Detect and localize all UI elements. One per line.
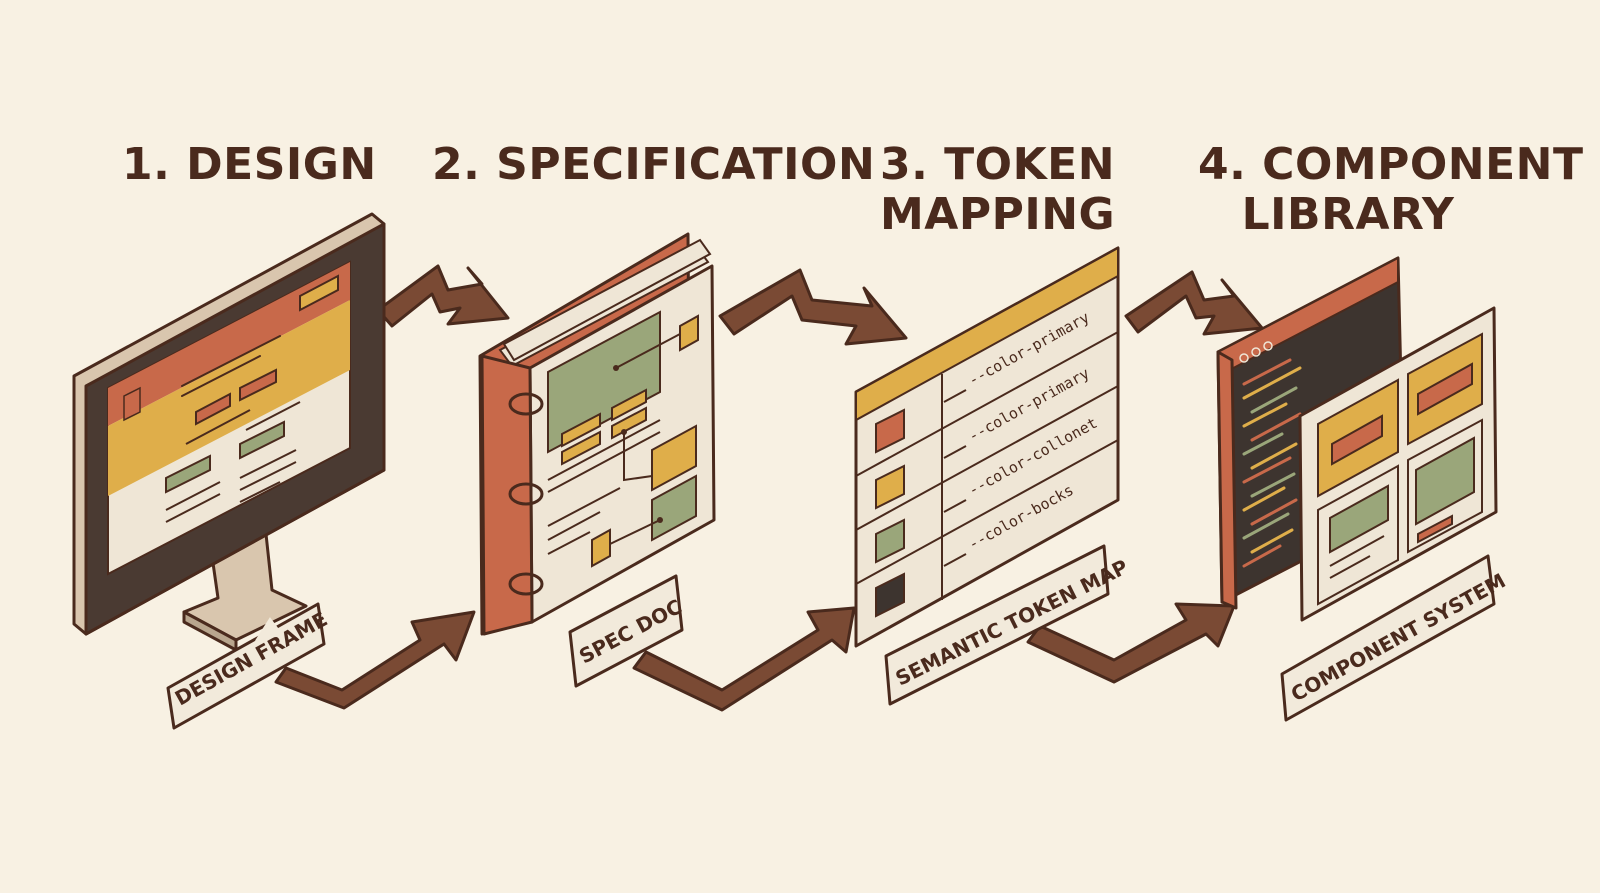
step-4-title: 4. COMPONENT LIBRARY [1198, 140, 1583, 240]
step-1-title-line1: 1. DESIGN [122, 139, 377, 190]
step-3-title: 3. TOKEN MAPPING [880, 140, 1115, 240]
step-1-title: 1. DESIGN [122, 140, 377, 190]
step-2-title-line1: 2. SPECIFICATION [432, 139, 876, 190]
arrow-bottom-2-3 [632, 606, 856, 712]
step-4-title-line2: LIBRARY [1241, 189, 1455, 240]
step-4-title-line1: 4. COMPONENT [1198, 139, 1584, 190]
arrow-top-2-3 [718, 268, 908, 346]
step-3-title-line1: 3. TOKEN [880, 139, 1116, 190]
arrow-bottom-1-2 [274, 610, 476, 710]
component-library-illustration [1216, 256, 1498, 622]
spec-binder-illustration [478, 232, 716, 636]
spec-doc-caption: SPEC DOC [568, 574, 686, 688]
arrows [274, 264, 1264, 712]
monitor-illustration [72, 212, 386, 652]
arrow-top-1-2 [376, 264, 510, 328]
arrow-bottom-3-4 [1026, 602, 1236, 684]
token-map-illustration: --color-primary --color-primary --color-… [854, 246, 1120, 648]
step-2-title: 2. SPECIFICATION [432, 140, 875, 190]
step-3-title-line2: MAPPING [880, 189, 1116, 240]
arrow-top-3-4 [1124, 270, 1264, 336]
